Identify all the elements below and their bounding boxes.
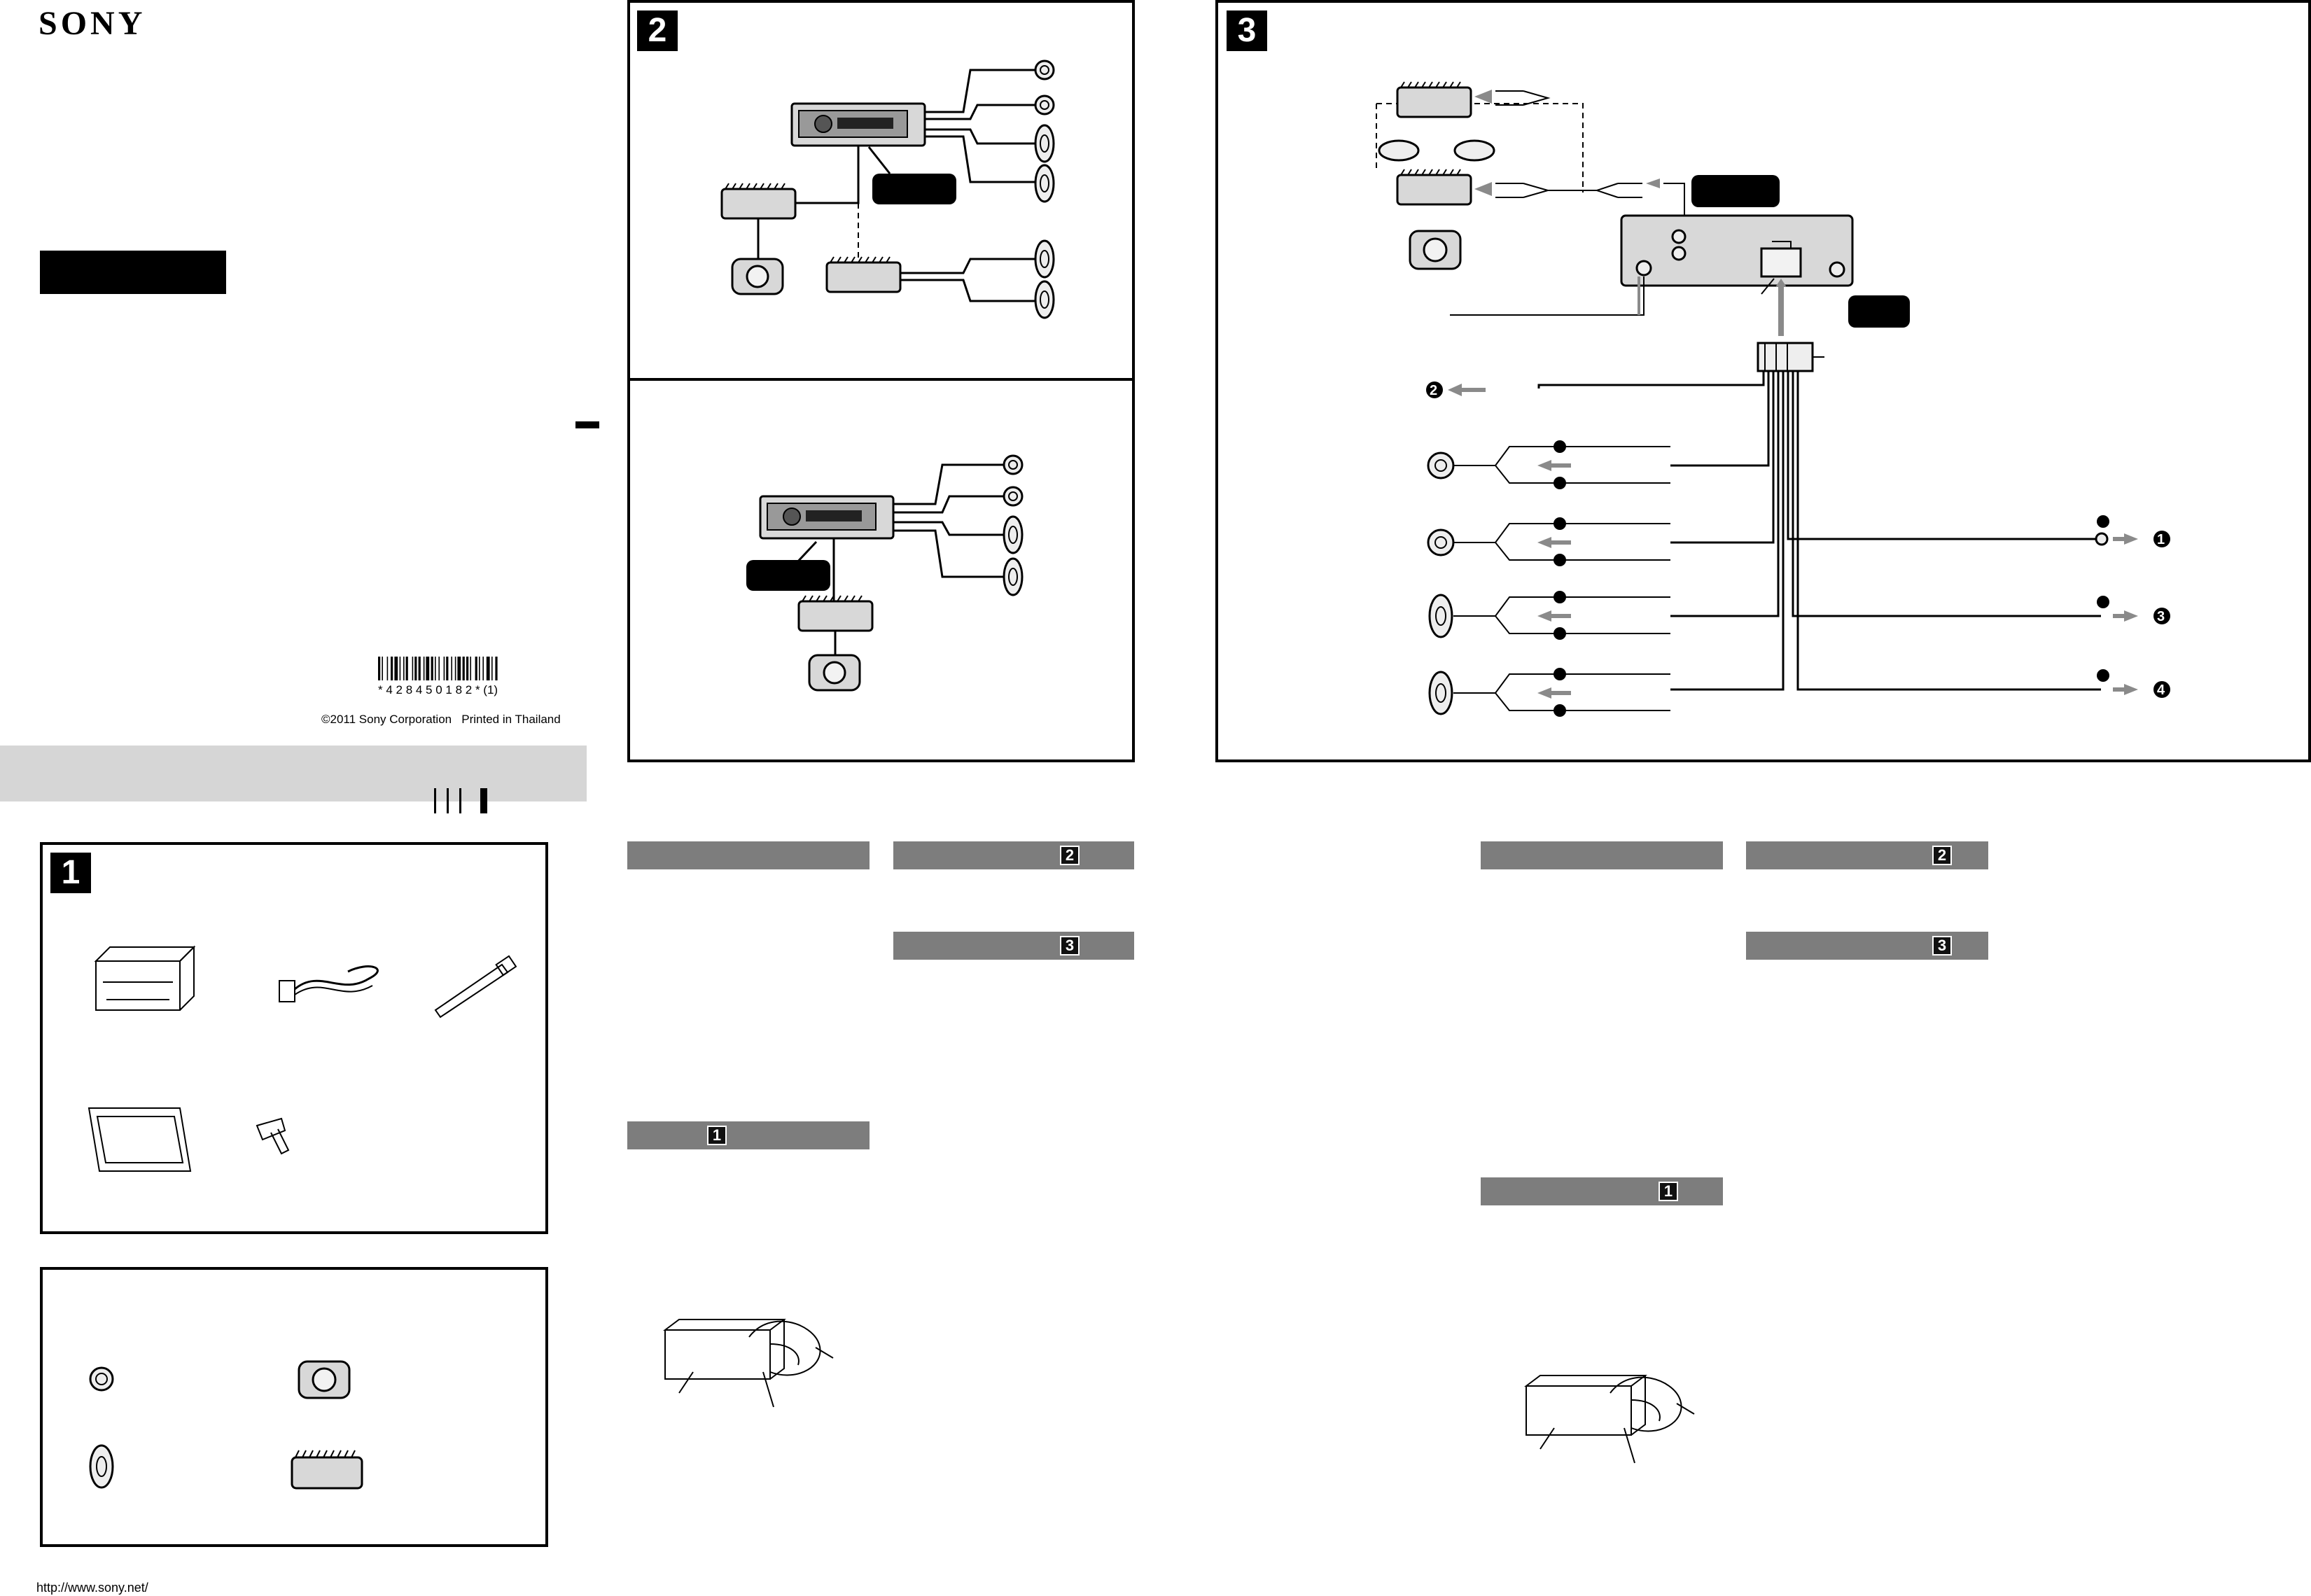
barcode-bar [431,657,433,680]
barcode-bar [438,657,440,680]
figure-2-divider [627,378,1135,381]
frame-bezel-icon [88,1107,192,1172]
figure-3-callout-fuse [1848,295,1910,328]
model-name-block [40,251,226,294]
terminal-4-label: 4 [2157,682,2165,698]
barcode-bar [470,657,471,680]
barcode-bar [418,657,421,680]
legend-symbols [89,1360,363,1490]
figure-2-upper-callout [872,174,956,204]
section-bar-col2-b: 2 [893,841,1134,869]
barcode-bar [491,657,493,680]
figure-3-badge: 3 [1227,10,1267,51]
subwoofer-icon [298,1360,351,1399]
ref-badge: 2 [1060,846,1080,865]
barcode [378,657,498,680]
figure-3-box [1215,0,2311,762]
power-cord-icon [279,965,379,1002]
section-bar-col4-d: 1 [1481,1177,1723,1205]
barcode-bar [382,657,383,680]
barcode-digits: * 4 2 8 4 5 0 1 8 2 * (1) [378,683,498,696]
figure-3-callout-rca [1691,175,1780,207]
barcode-bar [443,657,445,680]
barcode-bar [446,657,449,680]
terminal-3-label: 3 [2157,609,2165,624]
section-bar-col4-a [1481,841,1723,869]
sony-logo: SONY [39,5,146,42]
barcode-bar [412,657,414,680]
figure-1-badge: 1 [50,853,91,893]
barcode-bar [391,657,393,680]
ref-badge: 1 [1659,1182,1678,1201]
release-key-icon [434,955,517,1018]
barcode-bar [486,657,490,680]
barcode-bar [462,657,465,680]
barcode-bar [378,657,381,680]
supplied-parts-drawings [88,945,517,1172]
section-bar-col2-a [627,841,870,869]
section-bar-col2-c: 3 [893,932,1134,960]
barcode-bar [414,657,417,680]
figure-2-badge: 2 [637,10,678,51]
barcode-bar [386,657,389,680]
sony-url[interactable]: http://www.sony.net/ [36,1581,148,1595]
amplifier-icon [291,1450,363,1490]
barcode-bar [479,657,480,680]
gray-strip [0,746,587,802]
language-dash [575,421,599,428]
section-bar-col4-c: 3 [1746,932,1988,960]
sleeve-removal-illustration-right [1524,1375,1695,1464]
barcode-bar [457,657,461,680]
terminal-1-label: 1 [2157,532,2165,547]
figure-2-upper-diagram [720,59,1055,319]
barcode-bar [495,657,498,680]
registration-ticks [434,788,487,813]
tweeter-icon [89,1366,114,1392]
barcode-bar [394,657,398,680]
copyright-line: ©2011 Sony Corporation Printed in Thaila… [321,713,561,726]
ref-badge: 3 [1932,936,1952,955]
speaker-group [1427,451,1455,715]
full-range-speaker-icon [89,1444,114,1489]
section-bar-col4-b: 2 [1746,841,1988,869]
figure-2-box [627,0,1135,762]
barcode-bar [482,657,484,680]
barcode-bar [405,657,408,680]
barcode-bar [399,657,401,680]
figure-3-wiring-diagram: 2 1 3 4 [1376,81,2170,717]
polarity-markers [1554,440,2109,717]
figure-2-lower-diagram [759,454,1024,692]
figure-2-lower-callout [746,560,830,591]
ref-badge: 2 [1932,846,1952,865]
barcode-bar [435,657,436,680]
terminal-2-label: 2 [1430,383,1437,398]
ref-badge: 1 [707,1126,727,1145]
barcode-bar [423,657,425,680]
barcode-bar [451,657,452,680]
barcode-bar [475,657,477,680]
section-bar-col2-d: 1 [627,1121,870,1149]
mounting-sleeve-icon [94,945,196,1011]
barcode-bar [466,657,469,680]
figure-1-parts-box [40,842,548,1234]
screw-icon [256,1117,290,1155]
barcode-bar [426,657,430,680]
ref-badge: 3 [1060,936,1080,955]
legend-box [40,1267,548,1547]
barcode-bar [454,657,456,680]
barcode-bar [403,657,405,680]
sleeve-removal-illustration-left [663,1319,834,1408]
